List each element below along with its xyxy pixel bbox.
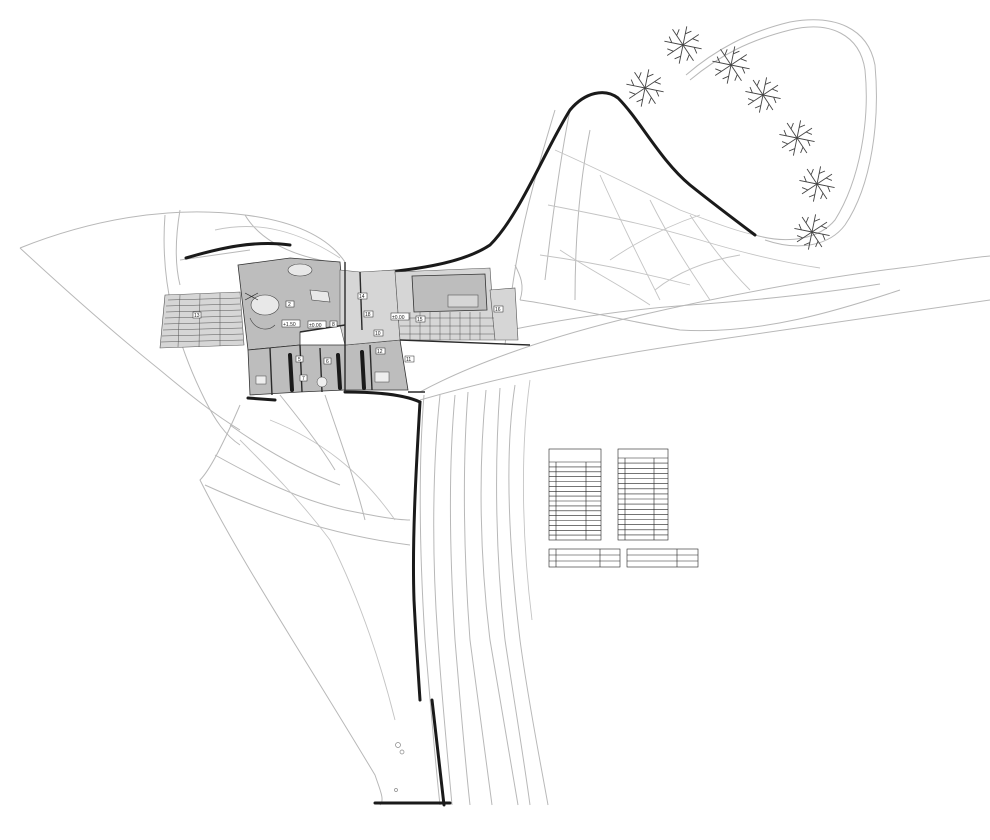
bollard-marker [399,749,405,755]
furniture [244,263,390,388]
area-summary-left [548,548,621,568]
room-tag-15: 15 [417,317,423,323]
room-tag-5: 5 [298,357,301,363]
level-mark-1: +1.50 [283,322,296,328]
area-summary-right [626,548,699,568]
palm-tree-icon [794,214,830,250]
room-tag-10: 10 [375,331,381,337]
palm-tree-icon [799,166,835,202]
room-tag-11: 11 [406,357,411,363]
level-mark-3: ±0.00 [392,315,405,321]
site-landscape-lines [19,19,990,806]
apron-grid [400,312,494,340]
room-tag-2: 2 [288,302,291,308]
palm-tree-icon [664,26,702,64]
area-schedule-right [617,448,669,541]
room-tag-13: 13 [194,313,200,319]
palm-tree-icon [779,120,815,156]
level-mark-2: ±0.00 [309,323,322,329]
palm-tree-icon [626,69,664,107]
building-footprint: 13 2 14 15 16 10 11 12 18 5 6 7 [159,257,531,792]
retaining-walls [184,91,757,807]
room-tag-8: 8 [332,322,335,328]
room-tags: 13 2 14 15 16 10 11 12 18 5 6 7 [192,292,504,382]
bollard-marker [395,742,401,748]
palm-tree-icon [712,46,750,84]
deck-hatching [160,293,244,348]
palm-tree-icon [745,77,781,113]
palm-trees [626,26,835,250]
room-tag-16: 16 [495,307,501,313]
bollard-marker [394,788,398,792]
room-tag-14: 14 [359,294,365,300]
room-tag-6: 6 [326,359,329,365]
level-marks: +1.50 ±0.00 ±0.00 [281,312,410,329]
area-schedule-left [548,448,602,541]
room-tag-12: 12 [377,349,383,355]
room-tag-7: 7 [302,376,305,382]
room-tag-18: 18 [365,312,371,318]
